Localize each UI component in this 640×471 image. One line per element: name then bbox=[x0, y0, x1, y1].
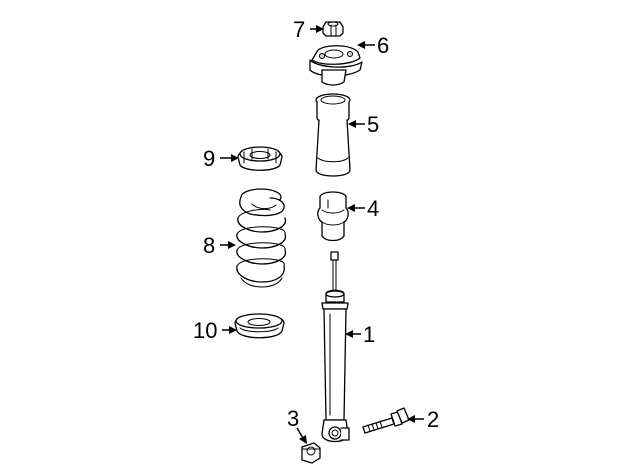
part-6-upper-mount[interactable] bbox=[309, 45, 363, 86]
callout-3: 3 bbox=[287, 406, 299, 431]
callout-2: 2 bbox=[427, 407, 439, 432]
callout-7: 7 bbox=[293, 17, 305, 42]
part-4-bump-stop[interactable] bbox=[317, 191, 349, 242]
part-2-bolt[interactable] bbox=[362, 407, 410, 434]
part-1-shock-absorber[interactable] bbox=[321, 251, 350, 443]
part-7-top-nut[interactable] bbox=[322, 21, 344, 37]
callout-leaders bbox=[220, 25, 424, 444]
part-10-lower-spring-seat[interactable] bbox=[234, 313, 285, 339]
callout-6: 6 bbox=[377, 33, 389, 58]
callout-10: 10 bbox=[193, 318, 217, 343]
callout-9: 9 bbox=[203, 146, 215, 171]
callout-4: 4 bbox=[367, 196, 379, 221]
part-9-upper-spring-seat[interactable] bbox=[237, 146, 283, 171]
part-3-lower-nut[interactable] bbox=[301, 442, 321, 464]
callout-8: 8 bbox=[203, 233, 215, 258]
callout-numbers: 7 6 5 4 9 8 10 1 2 3 bbox=[193, 17, 439, 432]
part-5-dust-boot[interactable] bbox=[315, 93, 351, 177]
part-8-coil-spring[interactable] bbox=[236, 188, 287, 288]
callout-1: 1 bbox=[363, 322, 375, 347]
callout-5: 5 bbox=[367, 112, 379, 137]
